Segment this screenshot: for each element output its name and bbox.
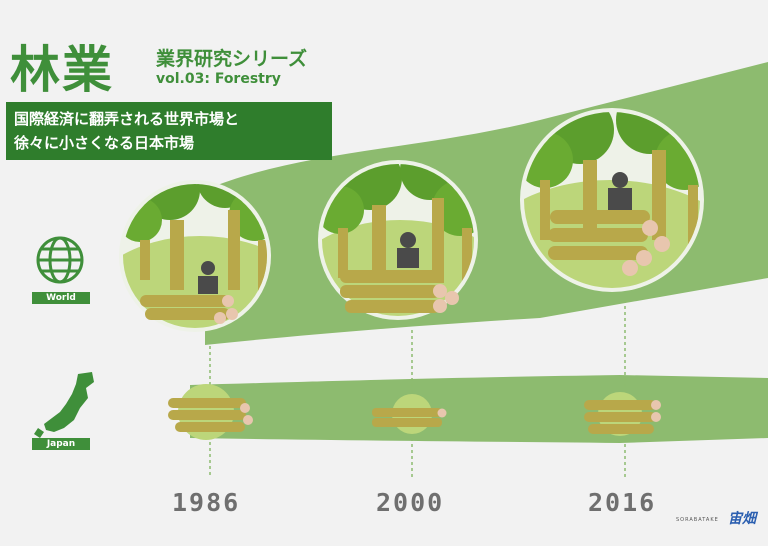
globe-icon [36,236,84,284]
headline-line-2: 徐々に小さくなる日本市場 [14,134,195,152]
year-label-2000: 2000 [376,488,445,517]
world-2000-circle [318,160,478,320]
sorabatake-logo: 宙畑 [728,511,756,527]
year-label-1986: 1986 [172,488,241,517]
series-subtitle: 業界研究シリーズ [156,48,308,70]
log-pile-icon [548,210,670,276]
japan-label: Japan [32,438,90,450]
headline-box: 国際経済に翻弄される世界市場と 徐々に小さくなる日本市場 [6,102,332,160]
headline-line-1: 国際経済に翻弄される世界市場と [14,110,240,128]
japan-2000-circle [372,394,447,434]
world-1986-circle [119,180,271,332]
logo-small-text: SORABATAKE [676,517,719,523]
japan-2016-circle [584,392,661,436]
world-2016-circle [520,108,704,292]
volume-label: vol.03: Forestry [156,71,281,87]
japan-market-band [190,375,768,443]
worker-icon [198,261,218,294]
title-kanji: 林業 [10,41,114,99]
world-label: World [32,292,90,304]
japan-1986-circle [168,384,253,440]
log-pile-icon [140,295,238,324]
worker-icon [608,172,632,210]
year-label-2016: 2016 [588,488,657,517]
japan-map-icon [34,372,94,438]
log-pile-icon [340,270,459,313]
worker-icon [397,232,419,268]
